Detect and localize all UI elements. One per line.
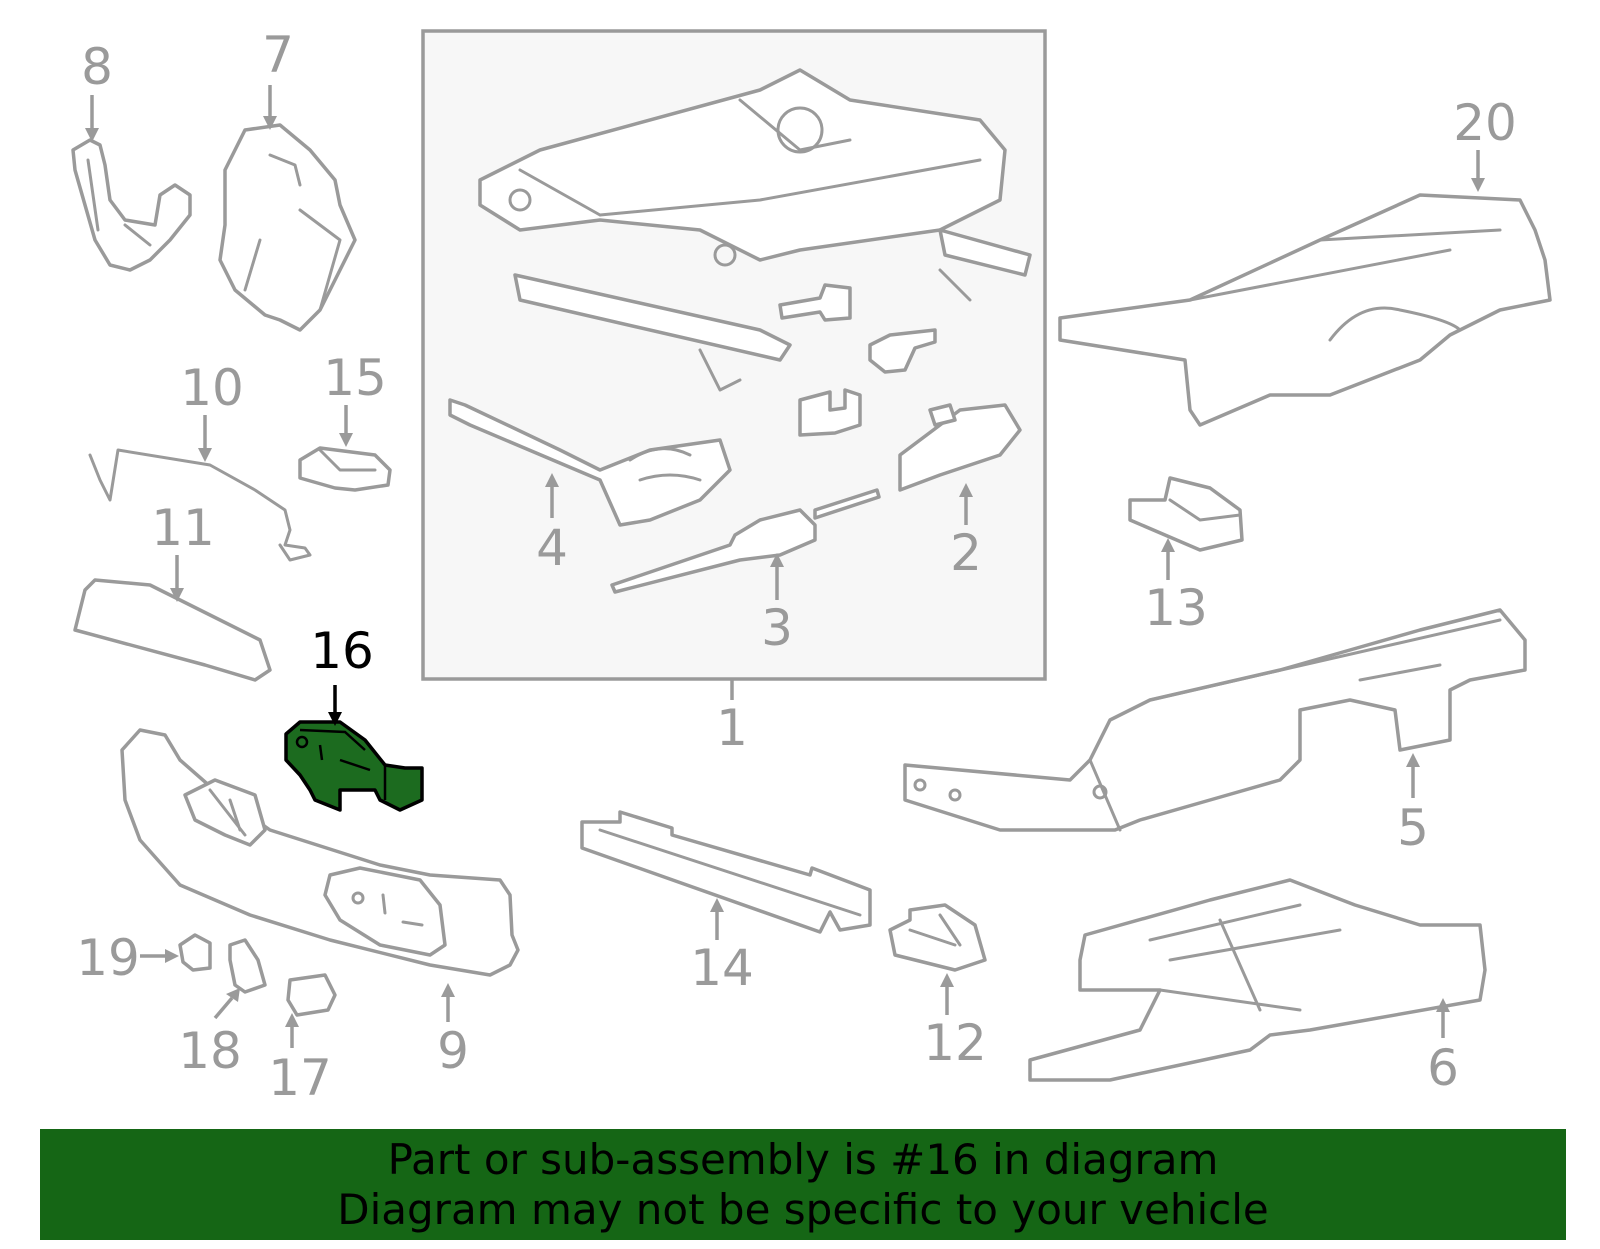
callout-14: 14 [690,939,754,997]
callout-6: 6 [1427,1039,1459,1097]
inset-small-parts [448,283,1022,594]
part-16-detail [299,728,387,800]
callout-17: 17 [268,1049,332,1107]
part-12-drawing [888,903,987,972]
part-7-drawing [218,123,357,332]
callout-7: 7 [262,26,294,84]
callout-5: 5 [1397,799,1429,857]
part-16-highlighted [284,720,424,812]
part-13-drawing [1128,476,1244,552]
callout-1: 1 [716,699,748,757]
part-10-drawing [88,448,312,562]
callout-3: 3 [761,599,793,657]
part-15-drawing [298,446,392,492]
part-6-drawing [1028,878,1487,1082]
part-8-drawing [71,138,192,272]
callout-10: 10 [180,359,244,417]
callout-15: 15 [323,349,387,407]
callout-16: 16 [310,622,374,680]
part-16-shape [284,720,424,812]
part-11-drawing [73,578,272,682]
callout-20: 20 [1453,94,1517,152]
banner-line-2: Diagram may not be specific to your vehi… [337,1184,1269,1234]
info-banner: Part or sub-assembly is #16 in diagram D… [40,1129,1566,1240]
part-9-drawing [120,728,520,977]
callout-4: 4 [536,519,568,577]
banner-line-1: Part or sub-assembly is #16 in diagram [387,1134,1219,1184]
callout-13: 13 [1144,579,1208,637]
parts-17-19-drawing [178,933,337,1017]
part-14-drawing [580,810,872,934]
callout-9: 9 [437,1022,469,1080]
part-5-drawing [903,608,1527,832]
callout-2: 2 [950,524,982,582]
seat-frame-drawing [478,68,1032,392]
callout-12: 12 [923,1014,987,1072]
part-20-drawing [1058,193,1552,427]
callout-11: 11 [151,499,215,557]
callout-8: 8 [81,38,113,96]
callout-18: 18 [178,1022,242,1080]
callout-19: 19 [76,929,140,987]
callout-leaders [85,85,1485,1048]
